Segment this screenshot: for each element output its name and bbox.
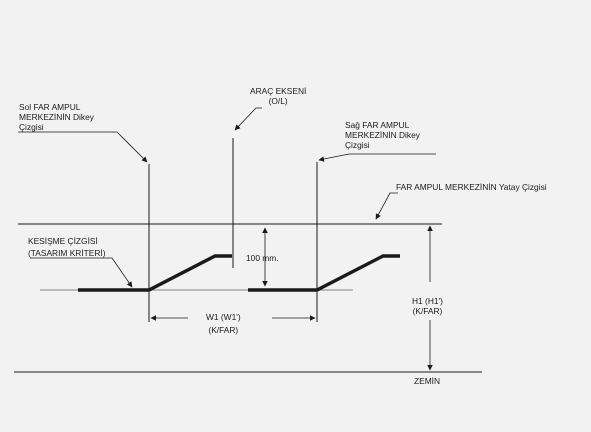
right-vertical-leader [318, 153, 436, 162]
right-vertical-label: Sağ FAR AMPUL MERKEZİNİN Dikey Çizgisi [345, 120, 420, 150]
height-label-line-1: H1 (H1') [412, 296, 443, 306]
left-vertical-label: Sol FAR AMPUL MERKEZİNİN Dikey Çizgisi [19, 102, 94, 132]
cutoff-label-line-1: KESİŞME ÇİZGİSİ [28, 236, 98, 246]
vehicle-axis-label: ARAÇ EKSENİ (O/L) [250, 86, 306, 106]
height-label-line-2: (K/FAR) [412, 306, 443, 316]
vehicle-axis-code: (O/L) [268, 96, 288, 106]
height-label: H1 (H1') (K/FAR) [412, 296, 443, 316]
left-vertical-leader [18, 131, 148, 163]
right-cutoff-line [248, 254, 400, 292]
right-vertical-line-3: Çizgisi [345, 140, 370, 150]
width-label-line-2: (K/FAR) [208, 325, 239, 335]
offset-100-label: 100 mm. [246, 253, 279, 263]
vehicle-axis-leader [234, 107, 262, 131]
ground-label: ZEMİN [414, 376, 441, 386]
vehicle-axis-title: ARAÇ EKSENİ [250, 86, 307, 96]
left-vertical-line-1: Sol FAR AMPUL [19, 102, 81, 112]
left-vertical-line-3: Çizgisi [19, 122, 44, 132]
left-vertical-line-2: MERKEZİNİN Dikey [19, 112, 94, 122]
right-vertical-line-1: Sağ FAR AMPUL [345, 120, 410, 130]
width-label-line-1: W1 (W1') [206, 312, 241, 322]
cutoff-leader [30, 257, 133, 288]
cutoff-label: KESİŞME ÇİZGİSİ (TASARIM KRİTERİ) [28, 236, 106, 258]
horizontal-line-leader [375, 192, 398, 220]
cutoff-label-line-2: (TASARIM KRİTERİ) [28, 248, 106, 258]
left-cutoff-line [78, 254, 232, 292]
width-label: W1 (W1') (K/FAR) [206, 312, 241, 335]
right-vertical-line-2: MERKEZİNİN Dikey [345, 130, 420, 140]
horizontal-line-label: FAR AMPUL MERKEZİNİN Yatay Çizgisi [396, 182, 547, 192]
